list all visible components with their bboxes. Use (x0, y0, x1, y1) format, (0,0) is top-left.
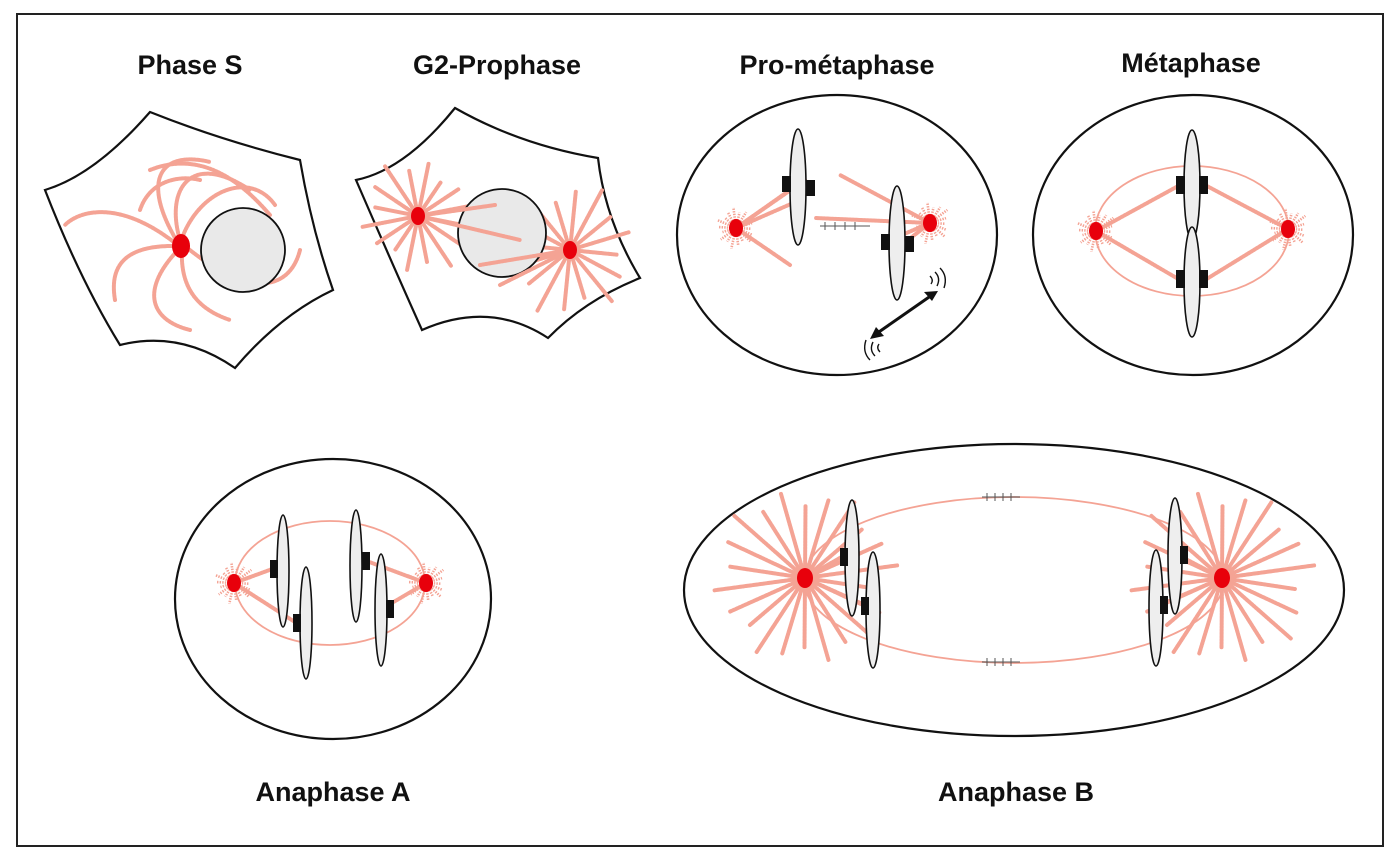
metaphase-cell (1031, 93, 1355, 377)
microtubule (1196, 491, 1224, 580)
microtubule (383, 164, 420, 218)
microtubule (568, 215, 613, 252)
microtubule (728, 564, 807, 580)
microtubule (1220, 498, 1248, 580)
label-prometaphase: Pro-métaphase (739, 50, 935, 80)
microtubule (1178, 509, 1224, 580)
microtubule (1220, 527, 1281, 580)
microtubule (712, 576, 807, 593)
double-arrow-icon (863, 267, 947, 361)
microtubule (568, 230, 631, 252)
microtubule (416, 187, 461, 218)
microtubule (568, 189, 578, 252)
microtubule (747, 576, 807, 628)
microtubule (726, 540, 807, 580)
microtubule (412, 581, 427, 589)
microtubule (1220, 563, 1317, 580)
microtubule (1220, 576, 1297, 591)
microtubule (803, 504, 808, 580)
microtubule (535, 248, 572, 313)
microtubule (803, 498, 831, 580)
microtubule (562, 248, 572, 312)
microtubule (803, 576, 848, 645)
microtubule (732, 513, 807, 580)
microtubule (780, 576, 807, 656)
anaphase-b-cell (682, 442, 1346, 738)
microtubule (754, 576, 807, 655)
microtubule (803, 576, 877, 641)
microtubule (220, 581, 235, 589)
phase-s-cell (43, 110, 335, 370)
microtubule (1171, 576, 1224, 655)
microtubule (1164, 576, 1224, 628)
microtubule (373, 205, 420, 218)
label-anaphase-b: Anaphase B (937, 777, 1095, 807)
microtubule (568, 248, 620, 257)
microtubule (1220, 541, 1301, 580)
microtubule (1082, 229, 1097, 237)
microtubule (1220, 576, 1265, 645)
microtubule (1219, 576, 1224, 650)
prometaphase-cell (675, 93, 999, 377)
microtubule (416, 214, 464, 248)
microtubule (1220, 500, 1274, 580)
microtubule (761, 509, 807, 580)
label-anaphase-a: Anaphase A (255, 777, 411, 807)
microtubule (359, 214, 420, 229)
microtubule (405, 214, 420, 272)
label-metaphase: Métaphase (1121, 48, 1261, 78)
microtubule (1220, 504, 1225, 580)
microtubule (1274, 227, 1289, 235)
microtubule (568, 248, 622, 279)
microtubule (722, 226, 737, 234)
microtubule (1220, 576, 1294, 641)
microtubule (728, 576, 807, 614)
microtubule (416, 161, 431, 218)
microtubule (1220, 576, 1300, 615)
microtubule (779, 491, 807, 580)
label-g2-prophase: G2-Prophase (412, 50, 582, 80)
g2-prophase-cell (354, 106, 642, 340)
microtubule (1220, 576, 1248, 663)
anaphase-a-cell (173, 457, 493, 741)
microtubule (1197, 576, 1224, 656)
microtubule (373, 185, 420, 218)
microtubule (568, 248, 614, 304)
microtubule (803, 576, 831, 663)
microtubule (568, 188, 604, 252)
microtubule (375, 214, 420, 246)
label-phase-s: Phase S (137, 50, 243, 80)
microtubule (416, 214, 454, 269)
